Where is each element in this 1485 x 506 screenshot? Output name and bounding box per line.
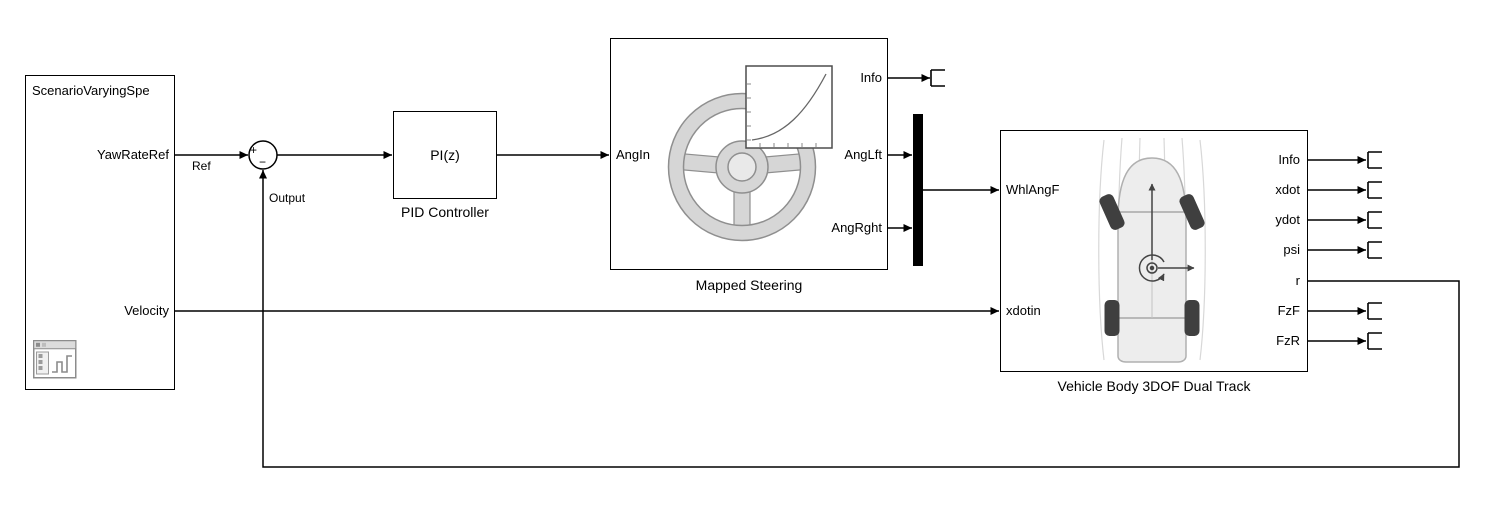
sum-plus-sign: + (250, 143, 258, 157)
port-label-r: r (1295, 273, 1300, 288)
steering-caption: Mapped Steering (695, 277, 803, 293)
port-label-xdotin: xdotin (1006, 303, 1041, 318)
signal-label-ref: Ref (192, 159, 211, 173)
terminator-ydot[interactable] (1367, 211, 1382, 229)
terminator-fzf[interactable] (1367, 302, 1382, 320)
port-label-whlangf: WhlAngF (1006, 182, 1060, 197)
port-label-angrght: AngRght (831, 220, 882, 235)
scenario-block-title: ScenarioVaryingSpe (32, 83, 150, 98)
port-label-xdot: xdot (1275, 182, 1300, 197)
port-label-velocity: Velocity (124, 303, 169, 318)
port-label-yawrateref: YawRateRef (96, 147, 169, 162)
terminator-steering-info[interactable] (930, 69, 945, 87)
port-label-angin: AngIn (616, 147, 650, 162)
port-label-psi: psi (1283, 242, 1300, 257)
mux-block[interactable] (913, 114, 923, 266)
terminator-xdot[interactable] (1367, 181, 1382, 199)
terminator-info[interactable] (1367, 151, 1382, 169)
port-label-anglft: AngLft (844, 147, 882, 162)
port-label-steering-info: Info (860, 70, 882, 85)
terminator-fzr[interactable] (1367, 332, 1382, 350)
port-label-fzf: FzF (1277, 303, 1300, 318)
pid-caption: PID Controller (401, 204, 489, 220)
port-label-fzr: FzR (1276, 333, 1300, 348)
port-label-vehicle-info: Info (1278, 152, 1300, 167)
vehicle-caption: Vehicle Body 3DOF Dual Track (1057, 378, 1251, 394)
pid-display-text: PI(z) (430, 147, 460, 163)
sum-minus-sign: − (259, 155, 267, 169)
port-label-ydot: ydot (1275, 212, 1300, 227)
scenario-block[interactable]: ScenarioVaryingSpe (25, 75, 175, 390)
signal-label-output: Output (269, 191, 306, 205)
terminator-psi[interactable] (1367, 241, 1382, 259)
